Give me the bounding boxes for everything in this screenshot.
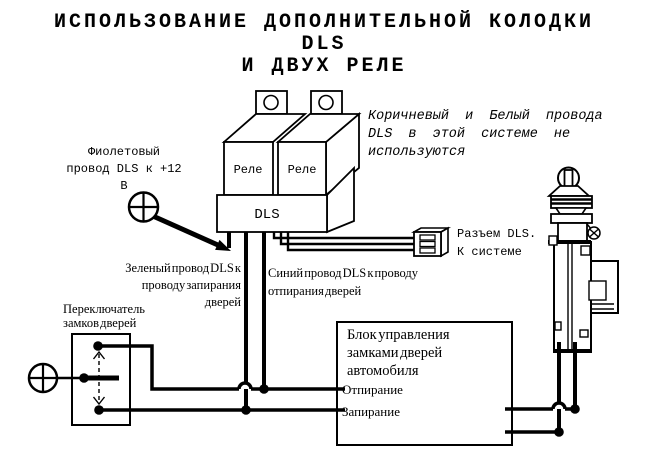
dls-block: DLS bbox=[216, 165, 355, 234]
junction-actuator-unlock bbox=[570, 404, 580, 414]
relay1-mounting-tab bbox=[255, 90, 288, 115]
relay2-label: Реле bbox=[288, 163, 317, 177]
diagram-title: ИСПОЛЬЗОВАНИЕ ДОПОЛНИТЕЛЬНОЙ КОЛОДКИ DLS… bbox=[54, 10, 594, 78]
connector-pin-1 bbox=[419, 234, 436, 241]
plus-12v-source-bottom-icon bbox=[27, 362, 80, 394]
connector-label-line-2: К системе bbox=[457, 245, 522, 259]
control-unit-line-3: автомобиля bbox=[347, 363, 419, 379]
green-label-line-1: Зеленый провод DLS к bbox=[125, 261, 242, 275]
title-line-3: И ДВУХ РЕЛЕ bbox=[241, 55, 406, 78]
note-line-2: DLS в этой системе не bbox=[368, 127, 570, 142]
plus-12v-source-top-icon bbox=[127, 191, 160, 223]
junction-actuator-lock bbox=[554, 427, 564, 437]
actuator-screw-icon bbox=[587, 226, 601, 240]
note-brown-white-unused: Коричневый и Белый провода DLS в этой си… bbox=[368, 109, 603, 160]
green-wire-label: Зеленый провод DLS к проводу запирания д… bbox=[125, 261, 242, 309]
green-label-line-2: проводу запирания bbox=[142, 278, 242, 292]
violet-wire-label: Фиолетовый провод DLS к +12 В bbox=[66, 145, 181, 193]
relay-assembly: Реле Реле DLS bbox=[216, 90, 362, 248]
dls-connector-plug bbox=[410, 226, 452, 258]
junction-blue-unlock bbox=[259, 384, 269, 394]
door-lock-switch-label: Переключатель замков дверей bbox=[63, 302, 145, 330]
wire-hop-right-icon bbox=[551, 401, 567, 410]
violet-wire-arrow bbox=[152, 214, 231, 251]
title-line-2: DLS bbox=[301, 33, 346, 56]
control-unit: Блок управления замками дверей автомобил… bbox=[336, 321, 513, 446]
control-unit-lock-label: Запирание bbox=[342, 404, 400, 419]
title-line-1: ИСПОЛЬЗОВАНИЕ ДОПОЛНИТЕЛЬНОЙ КОЛОДКИ bbox=[54, 10, 594, 34]
blue-wire-label: Синий провод DLS к проводу отпирания две… bbox=[268, 266, 419, 298]
relay1-tab-hole-icon bbox=[263, 94, 279, 111]
relay-2: Реле bbox=[275, 112, 362, 197]
note-line-3: используются bbox=[368, 145, 465, 160]
switch-to-unlock-wire bbox=[98, 344, 239, 391]
control-unit-line-2: замками дверей bbox=[347, 345, 442, 361]
control-unit-line-1: Блок управления bbox=[347, 327, 450, 343]
violet-label-line-3: В bbox=[120, 179, 127, 193]
switch-arrow-down-icon bbox=[92, 396, 106, 406]
wire-junctions bbox=[241, 384, 580, 437]
control-unit-unlock-label: Отпирание bbox=[342, 382, 403, 397]
dls-connector-bundle bbox=[272, 232, 414, 252]
blue-label-line-1: Синий провод DLS к проводу bbox=[268, 266, 419, 280]
relay2-mounting-tab bbox=[310, 90, 343, 115]
switch-label-line-1: Переключатель bbox=[63, 302, 145, 316]
connector-pin-2 bbox=[419, 240, 436, 248]
relay-1: Реле bbox=[221, 113, 308, 196]
connector-label: Разъем DLS. К системе bbox=[457, 227, 536, 259]
green-label-line-3: дверей bbox=[205, 295, 242, 309]
door-lock-actuator bbox=[546, 166, 619, 353]
switch-terminal-common bbox=[79, 373, 89, 383]
connector-pin-3 bbox=[419, 247, 436, 254]
switch-arrow-up-icon bbox=[92, 350, 106, 360]
connector-label-line-1: Разъем DLS. bbox=[457, 227, 536, 241]
wire-hop-left-icon bbox=[237, 381, 253, 390]
violet-label-line-1: Фиолетовый bbox=[88, 145, 160, 159]
blue-label-line-2: отпирания дверей bbox=[268, 284, 362, 298]
actuator-side-block bbox=[588, 260, 619, 314]
violet-label-line-2: провод DLS к +12 bbox=[66, 162, 181, 176]
note-line-1: Коричневый и Белый провода bbox=[368, 109, 603, 124]
switch-label-line-2: замков дверей bbox=[63, 316, 137, 330]
junction-green-lock bbox=[241, 405, 251, 415]
relay2-tab-hole-icon bbox=[318, 94, 334, 111]
dls-block-label: DLS bbox=[254, 207, 279, 223]
relay1-label: Реле bbox=[234, 163, 263, 177]
